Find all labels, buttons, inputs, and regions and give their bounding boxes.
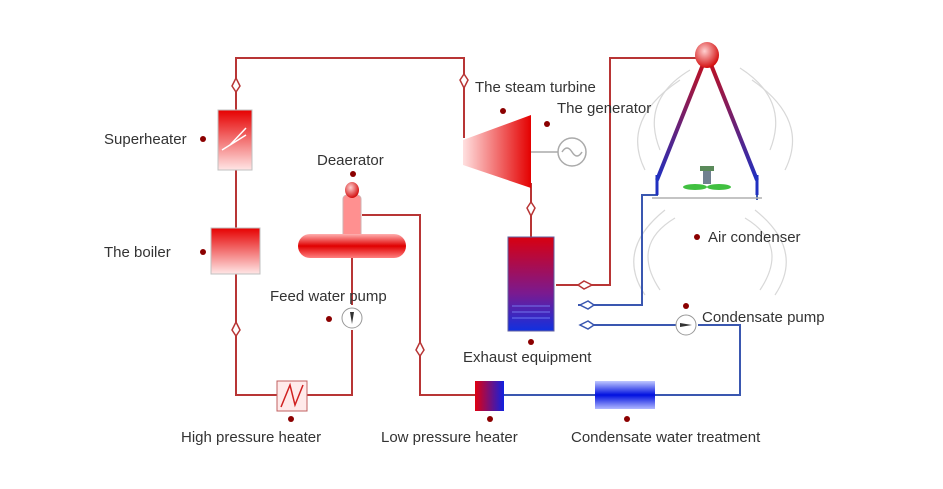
condensate-pump-label: Condensate pump (702, 309, 825, 326)
high-pressure-heater-label: High pressure heater (181, 429, 321, 446)
condensate-water-treatment-label: Condensate water treatment (571, 429, 761, 446)
feed-water-pump-label: Feed water pump (270, 288, 387, 305)
low-pressure-heater-label: Low pressure heater (381, 429, 518, 446)
condensate-pump (675, 314, 697, 336)
superheater (217, 109, 253, 171)
low-pressure-heater (475, 381, 504, 411)
flow-arrows (231, 72, 594, 358)
exhaust-equipment (507, 236, 555, 332)
superheater-label: Superheater (104, 131, 187, 148)
boiler (210, 227, 261, 275)
deaerator (298, 182, 406, 258)
feed-water-pump (341, 307, 363, 329)
condensate-water-treatment (595, 381, 655, 409)
condenser-fan (683, 166, 731, 190)
generator (531, 137, 587, 167)
steam-turbine (463, 115, 531, 188)
generator-label: The generator (557, 100, 651, 117)
exhaust-equipment-label: Exhaust equipment (463, 349, 592, 366)
air-condenser (652, 42, 762, 199)
high-pressure-heater (276, 380, 308, 412)
label-dots (200, 108, 700, 422)
boiler-label: The boiler (104, 244, 171, 261)
air-condenser-label: Air condenser (708, 229, 801, 246)
flow-arrows-blue (578, 300, 596, 330)
air-flow-lines (633, 67, 794, 296)
steam-turbine-label: The steam turbine (475, 79, 596, 96)
deaerator-label: Deaerator (317, 152, 384, 169)
